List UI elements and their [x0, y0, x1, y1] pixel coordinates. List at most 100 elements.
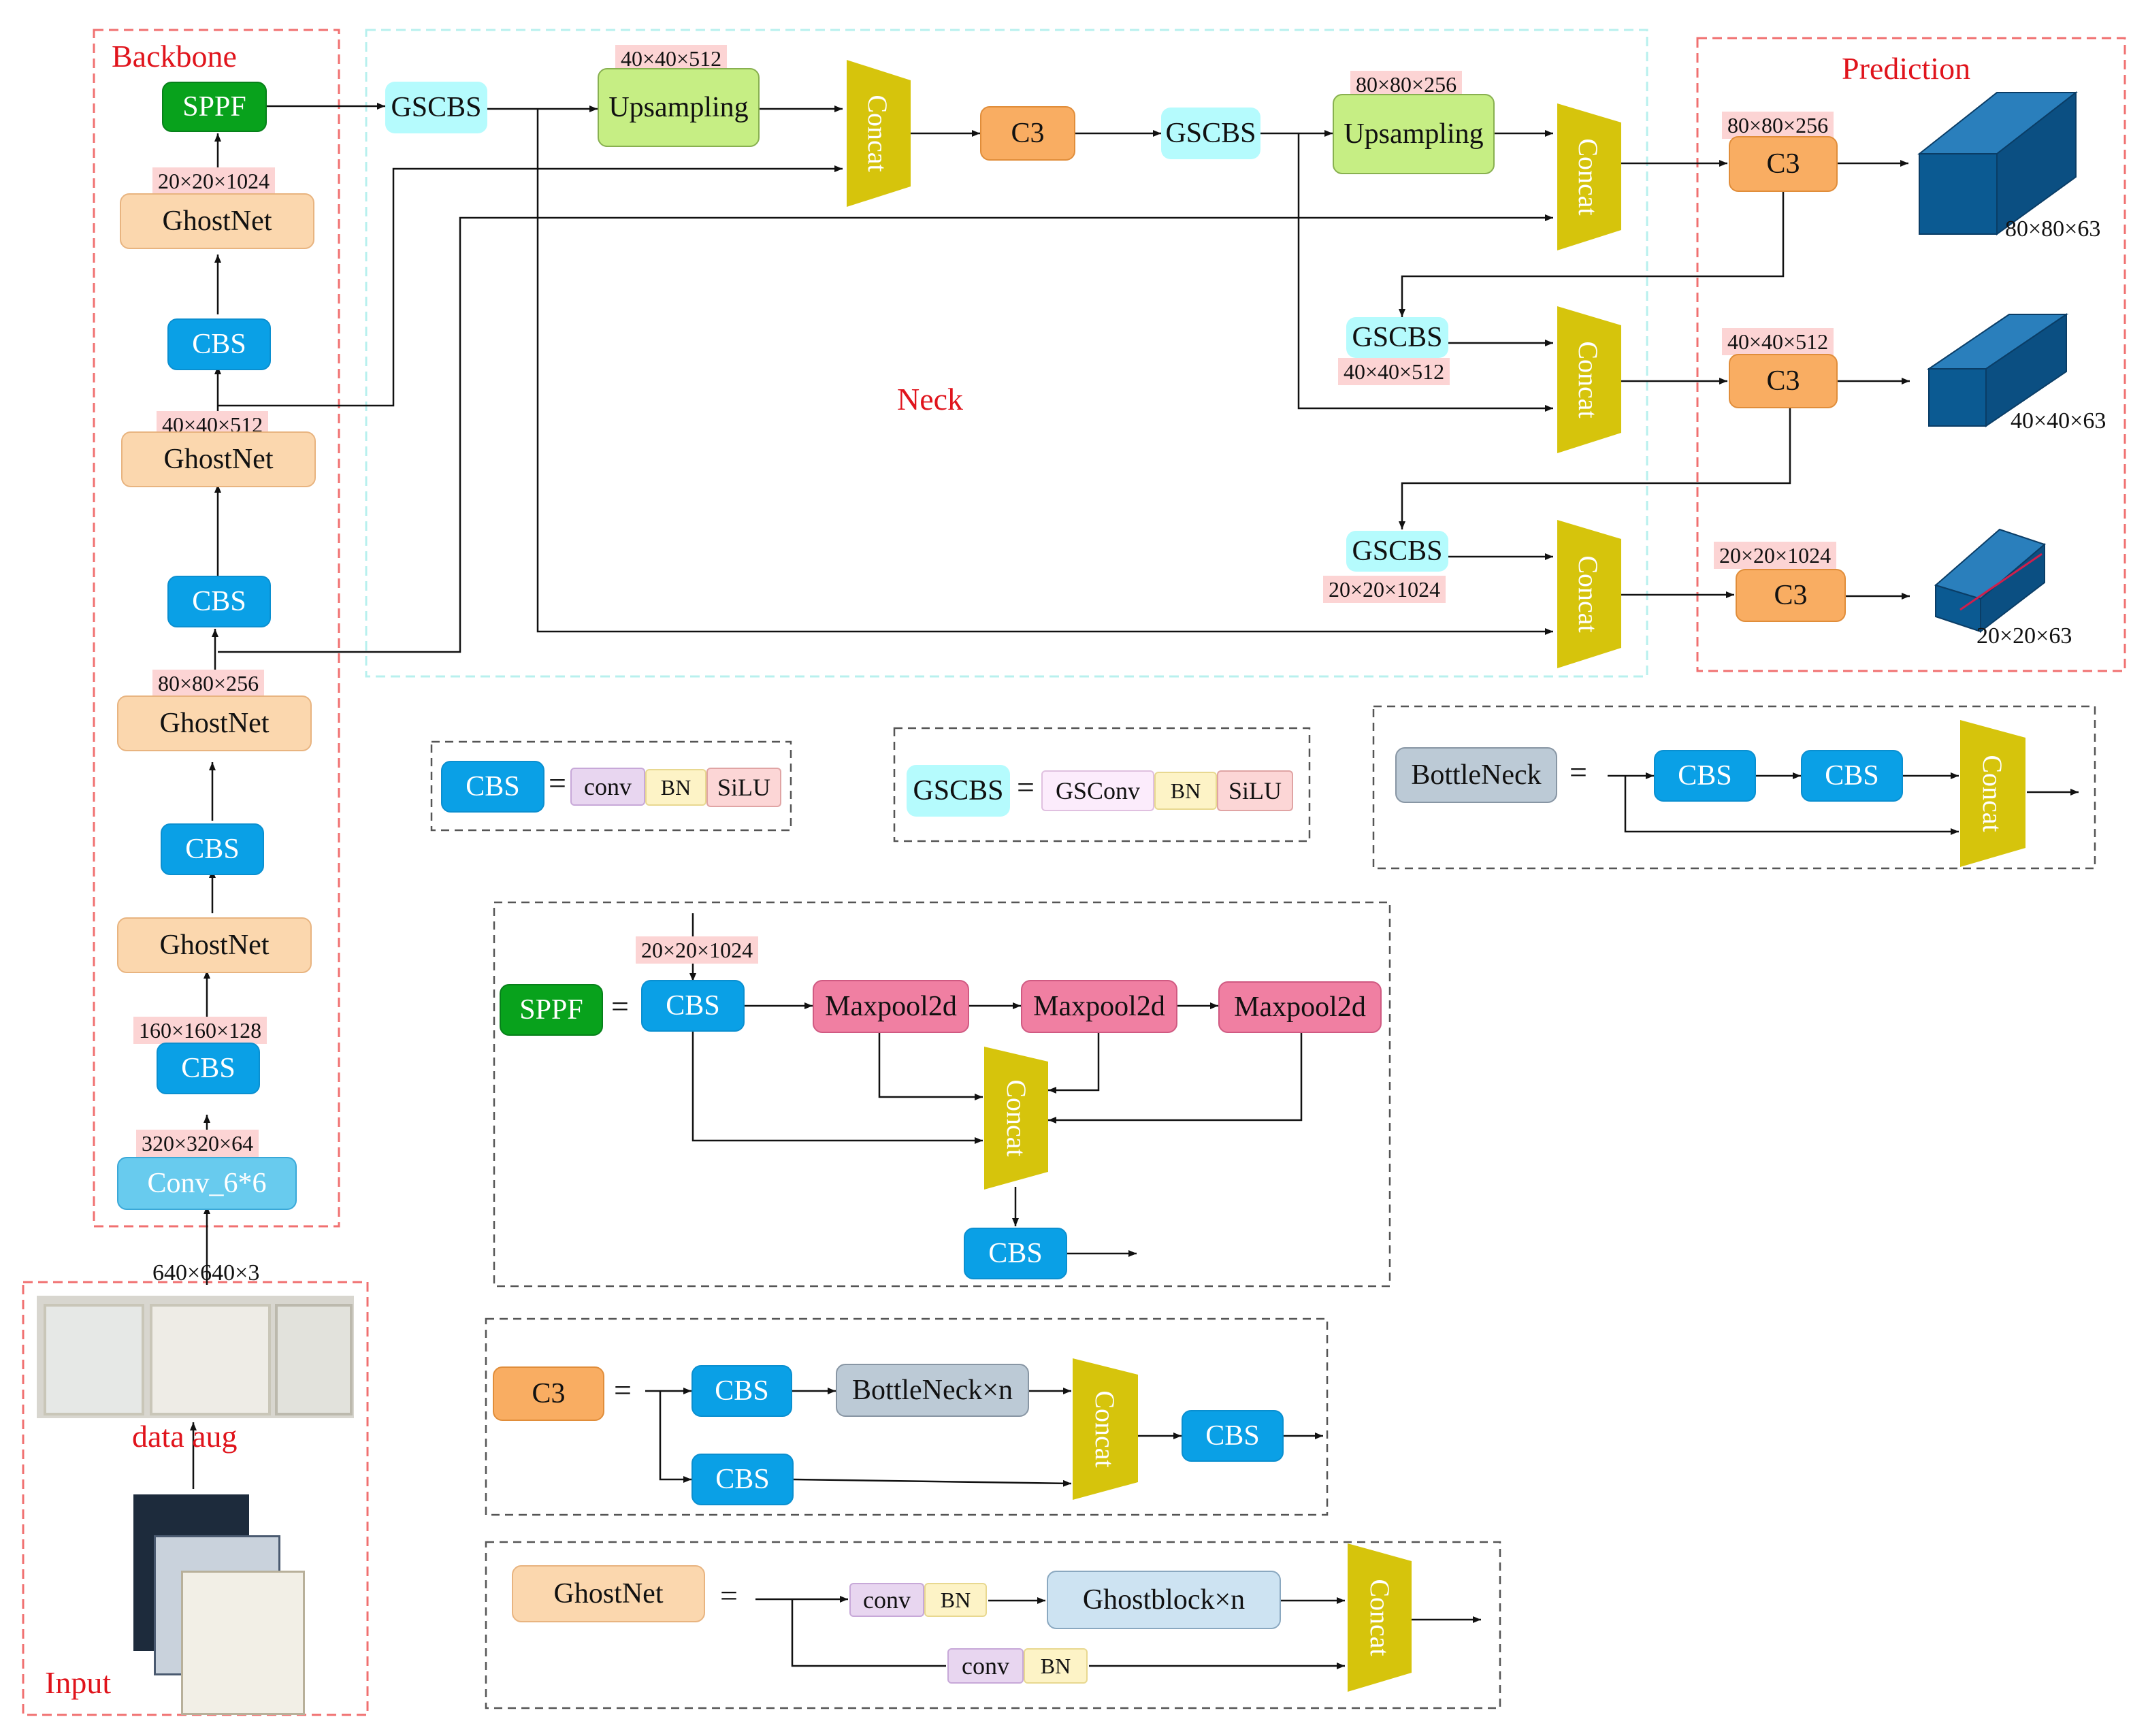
- sppf-def-cbs-in: CBS: [641, 980, 745, 1032]
- legend-wires: [645, 772, 2079, 1669]
- raw-meter-images: [133, 1494, 305, 1715]
- output-label-40: 40×40×63: [2011, 408, 2106, 433]
- ghostblock-node: Ghostblock×n: [1047, 1571, 1281, 1629]
- prediction-frame: [1696, 37, 2126, 672]
- sppf-concat: [984, 1047, 1048, 1190]
- ghostnet-node-4: GhostNet: [120, 193, 314, 249]
- dim-up2: 80×80×256: [1350, 71, 1463, 98]
- cbs-def-bn: BN: [645, 769, 706, 806]
- dim-pred-in-40: 40×40×512: [1722, 328, 1834, 355]
- sppf-def-dim: 20×20×1024: [636, 936, 759, 964]
- c3-def-bottleneck: BottleNeck×n: [836, 1364, 1029, 1417]
- sppf-def-name: SPPF: [500, 984, 603, 1036]
- meter-photo-1: [44, 1304, 144, 1415]
- backbone-frame: [93, 29, 340, 1228]
- prediction-title: Prediction: [1842, 51, 1971, 86]
- conv6x6-node: Conv_6*6: [117, 1157, 297, 1210]
- pred-c3-40: C3: [1729, 354, 1838, 408]
- gscbs-def-silu: SiLU: [1217, 770, 1293, 811]
- maxpool-node-3: Maxpool2d: [1218, 981, 1382, 1033]
- gscbs-def-equals: =: [1017, 770, 1035, 804]
- cbs-node-4: CBS: [167, 318, 271, 370]
- concat-block-4: [1557, 520, 1621, 668]
- concat-label-4: Concat: [1573, 555, 1604, 632]
- cbs-node-2: CBS: [161, 823, 264, 875]
- concat-label-3: Concat: [1573, 341, 1604, 418]
- meter-photo-front: [181, 1571, 305, 1715]
- ghostnet-node-1: GhostNet: [117, 917, 312, 973]
- meter-photo-3: [275, 1304, 353, 1415]
- bottleneck-def-cbs-2: CBS: [1801, 750, 1903, 802]
- output-box-20: [1934, 528, 2046, 634]
- neck-c3-node: C3: [980, 106, 1075, 161]
- gscbs-def-frame: [893, 727, 1311, 842]
- dim-backbone-80: 80×80×256: [152, 670, 265, 697]
- gscbs-node-pan1: GSCBS: [1346, 317, 1448, 358]
- gscbs-def-name: GSCBS: [907, 765, 1010, 817]
- c3-concat: [1073, 1358, 1138, 1500]
- dim-pred-in-20: 20×20×1024: [1714, 542, 1837, 569]
- bottleneck-def-frame: [1372, 705, 2096, 870]
- cbs-node-1: CBS: [157, 1043, 260, 1094]
- c3-def-frame: [485, 1317, 1329, 1516]
- concat-block-3: [1557, 306, 1621, 453]
- cbs-def-frame: [430, 740, 792, 832]
- dim-input-640: 640×640×3: [152, 1260, 260, 1285]
- cbs-def-name: CBS: [441, 761, 544, 813]
- c3-def-cbs-2: CBS: [691, 1454, 794, 1505]
- neck-title: Neck: [897, 382, 964, 416]
- ghostnet-node-3: GhostNet: [121, 431, 316, 487]
- pred-c3-20: C3: [1736, 569, 1846, 622]
- dim-up1: 40×40×512: [615, 45, 728, 72]
- data-aug-label: data aug: [132, 1419, 238, 1454]
- ghostnet-def-equals: =: [720, 1578, 738, 1613]
- ghostnet-def-name: GhostNet: [512, 1565, 705, 1622]
- maxpool-node-1: Maxpool2d: [813, 980, 969, 1033]
- bottleneck-def-equals: =: [1569, 755, 1587, 789]
- maxpool-node-2: Maxpool2d: [1021, 980, 1177, 1033]
- c3-concat-label: Concat: [1090, 1390, 1120, 1467]
- pred-c3-80: C3: [1729, 136, 1838, 192]
- dim-backbone-160: 160×160×128: [133, 1017, 267, 1044]
- concat-label-1: Concat: [862, 95, 893, 171]
- sppf-def-equals: =: [611, 989, 629, 1023]
- input-title: Input: [45, 1665, 112, 1700]
- upsampling-node-1: Upsampling: [598, 68, 760, 147]
- c3-def-cbs-1: CBS: [691, 1365, 792, 1417]
- ghostnet-concat-label: Concat: [1365, 1579, 1395, 1656]
- dim-backbone-320: 320×320×64: [136, 1130, 259, 1157]
- ghostnet-def-conv-2: conv: [947, 1648, 1024, 1684]
- sppf-def-frame: [493, 901, 1391, 1288]
- c3-def-equals: =: [614, 1373, 632, 1407]
- output-label-20: 20×20×63: [1976, 623, 2072, 649]
- bottleneck-concat-label: Concat: [1977, 755, 2008, 832]
- concat-label-2: Concat: [1573, 138, 1604, 215]
- gscbs-node-mid: GSCBS: [1161, 108, 1260, 159]
- ghostnet-def-conv-1: conv: [849, 1583, 924, 1617]
- concat-block-1: [847, 60, 911, 207]
- backbone-title: Backbone: [112, 39, 237, 73]
- sppf-node: SPPF: [162, 82, 267, 132]
- neck-frame: [365, 29, 1648, 678]
- ghostnet-concat: [1348, 1543, 1412, 1692]
- ghostnet-def-bn-1: BN: [924, 1583, 987, 1617]
- gscbs-node-top: GSCBS: [385, 82, 487, 133]
- neck-wires: [218, 103, 1910, 653]
- output-box-80: [1917, 91, 2078, 235]
- neck-concat-labels: Concat Concat Concat Concat: [862, 95, 1604, 632]
- dim-backbone-20: 20×20×1024: [152, 167, 276, 195]
- concat-block-2: [1557, 103, 1621, 250]
- ghostnet-def-frame: [485, 1541, 1501, 1709]
- sppf-def-cbs-out: CBS: [964, 1228, 1067, 1279]
- cbs-def-conv: conv: [570, 768, 645, 806]
- dim-gs-low: 20×20×1024: [1323, 576, 1446, 603]
- output-box-40: [1926, 313, 2069, 427]
- cbs-node-3: CBS: [167, 576, 271, 627]
- cbs-def-equals: =: [549, 766, 566, 800]
- ghostnet-def-bn-2: BN: [1024, 1648, 1088, 1684]
- output-label-80: 80×80×63: [2005, 216, 2101, 242]
- legend-concat-labels: Concat Concat Concat Concat: [1001, 755, 2008, 1656]
- c3-def-cbs-out: CBS: [1182, 1410, 1284, 1462]
- ghostnet-node-2: GhostNet: [117, 695, 312, 751]
